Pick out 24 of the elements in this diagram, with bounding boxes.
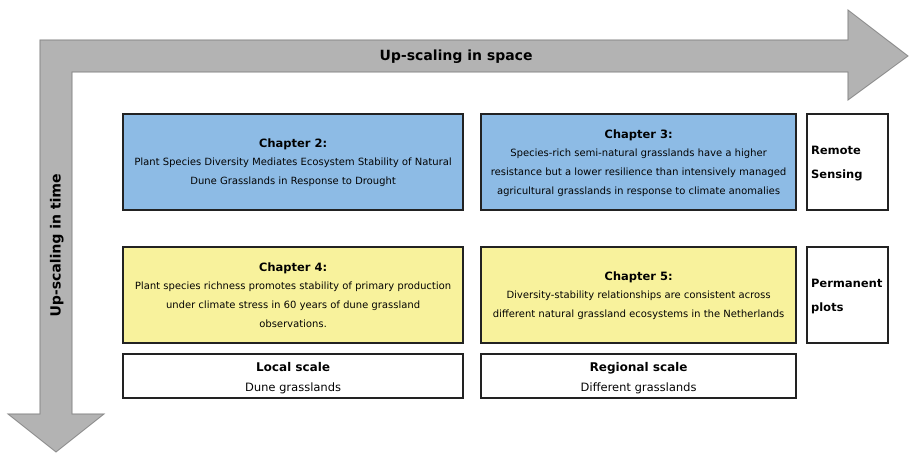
chapter-box	[480, 246, 797, 344]
box-description: Different grasslands	[580, 379, 696, 396]
row-label: Permanent plots	[811, 275, 884, 316]
box-heading: Chapter 2:	[258, 135, 328, 152]
axis-label: Up-scaling in time	[48, 174, 64, 316]
box-description: Diversity-stability relationships are consistent across different natural grassland ecosystems in the Netherlands	[492, 289, 786, 322]
axis-label: Up-scaling in space	[380, 48, 532, 64]
box-description: Plant Species Diversity Mediates Ecosystem Stability of Natural Dune Grasslands in Response to Drought	[133, 156, 453, 189]
box-heading: Chapter 3:	[604, 126, 673, 142]
scale-box	[480, 353, 797, 399]
box-heading: Regional scale	[590, 359, 688, 376]
chapter-box	[122, 113, 464, 211]
box-description: Plant species richness promotes stability of primary production under climate stress in 60 years of dune grassland observations.	[134, 280, 452, 332]
method-box	[806, 113, 889, 211]
scale-box	[122, 353, 464, 399]
box-description: Dune grasslands	[244, 379, 342, 396]
box-heading: Chapter 5:	[604, 268, 673, 285]
box-heading: Local scale	[256, 359, 330, 376]
box-heading: Chapter 4:	[258, 258, 328, 276]
box-description: Species-rich semi-natural grasslands have a higher resistance but a lower resilience than intensively managed agricultural grasslands in response to climate anomalies	[490, 146, 787, 198]
chapter-box	[480, 113, 797, 211]
row-label: Remote Sensing	[811, 142, 864, 183]
method-box	[806, 246, 889, 344]
chapter-box	[122, 246, 464, 344]
